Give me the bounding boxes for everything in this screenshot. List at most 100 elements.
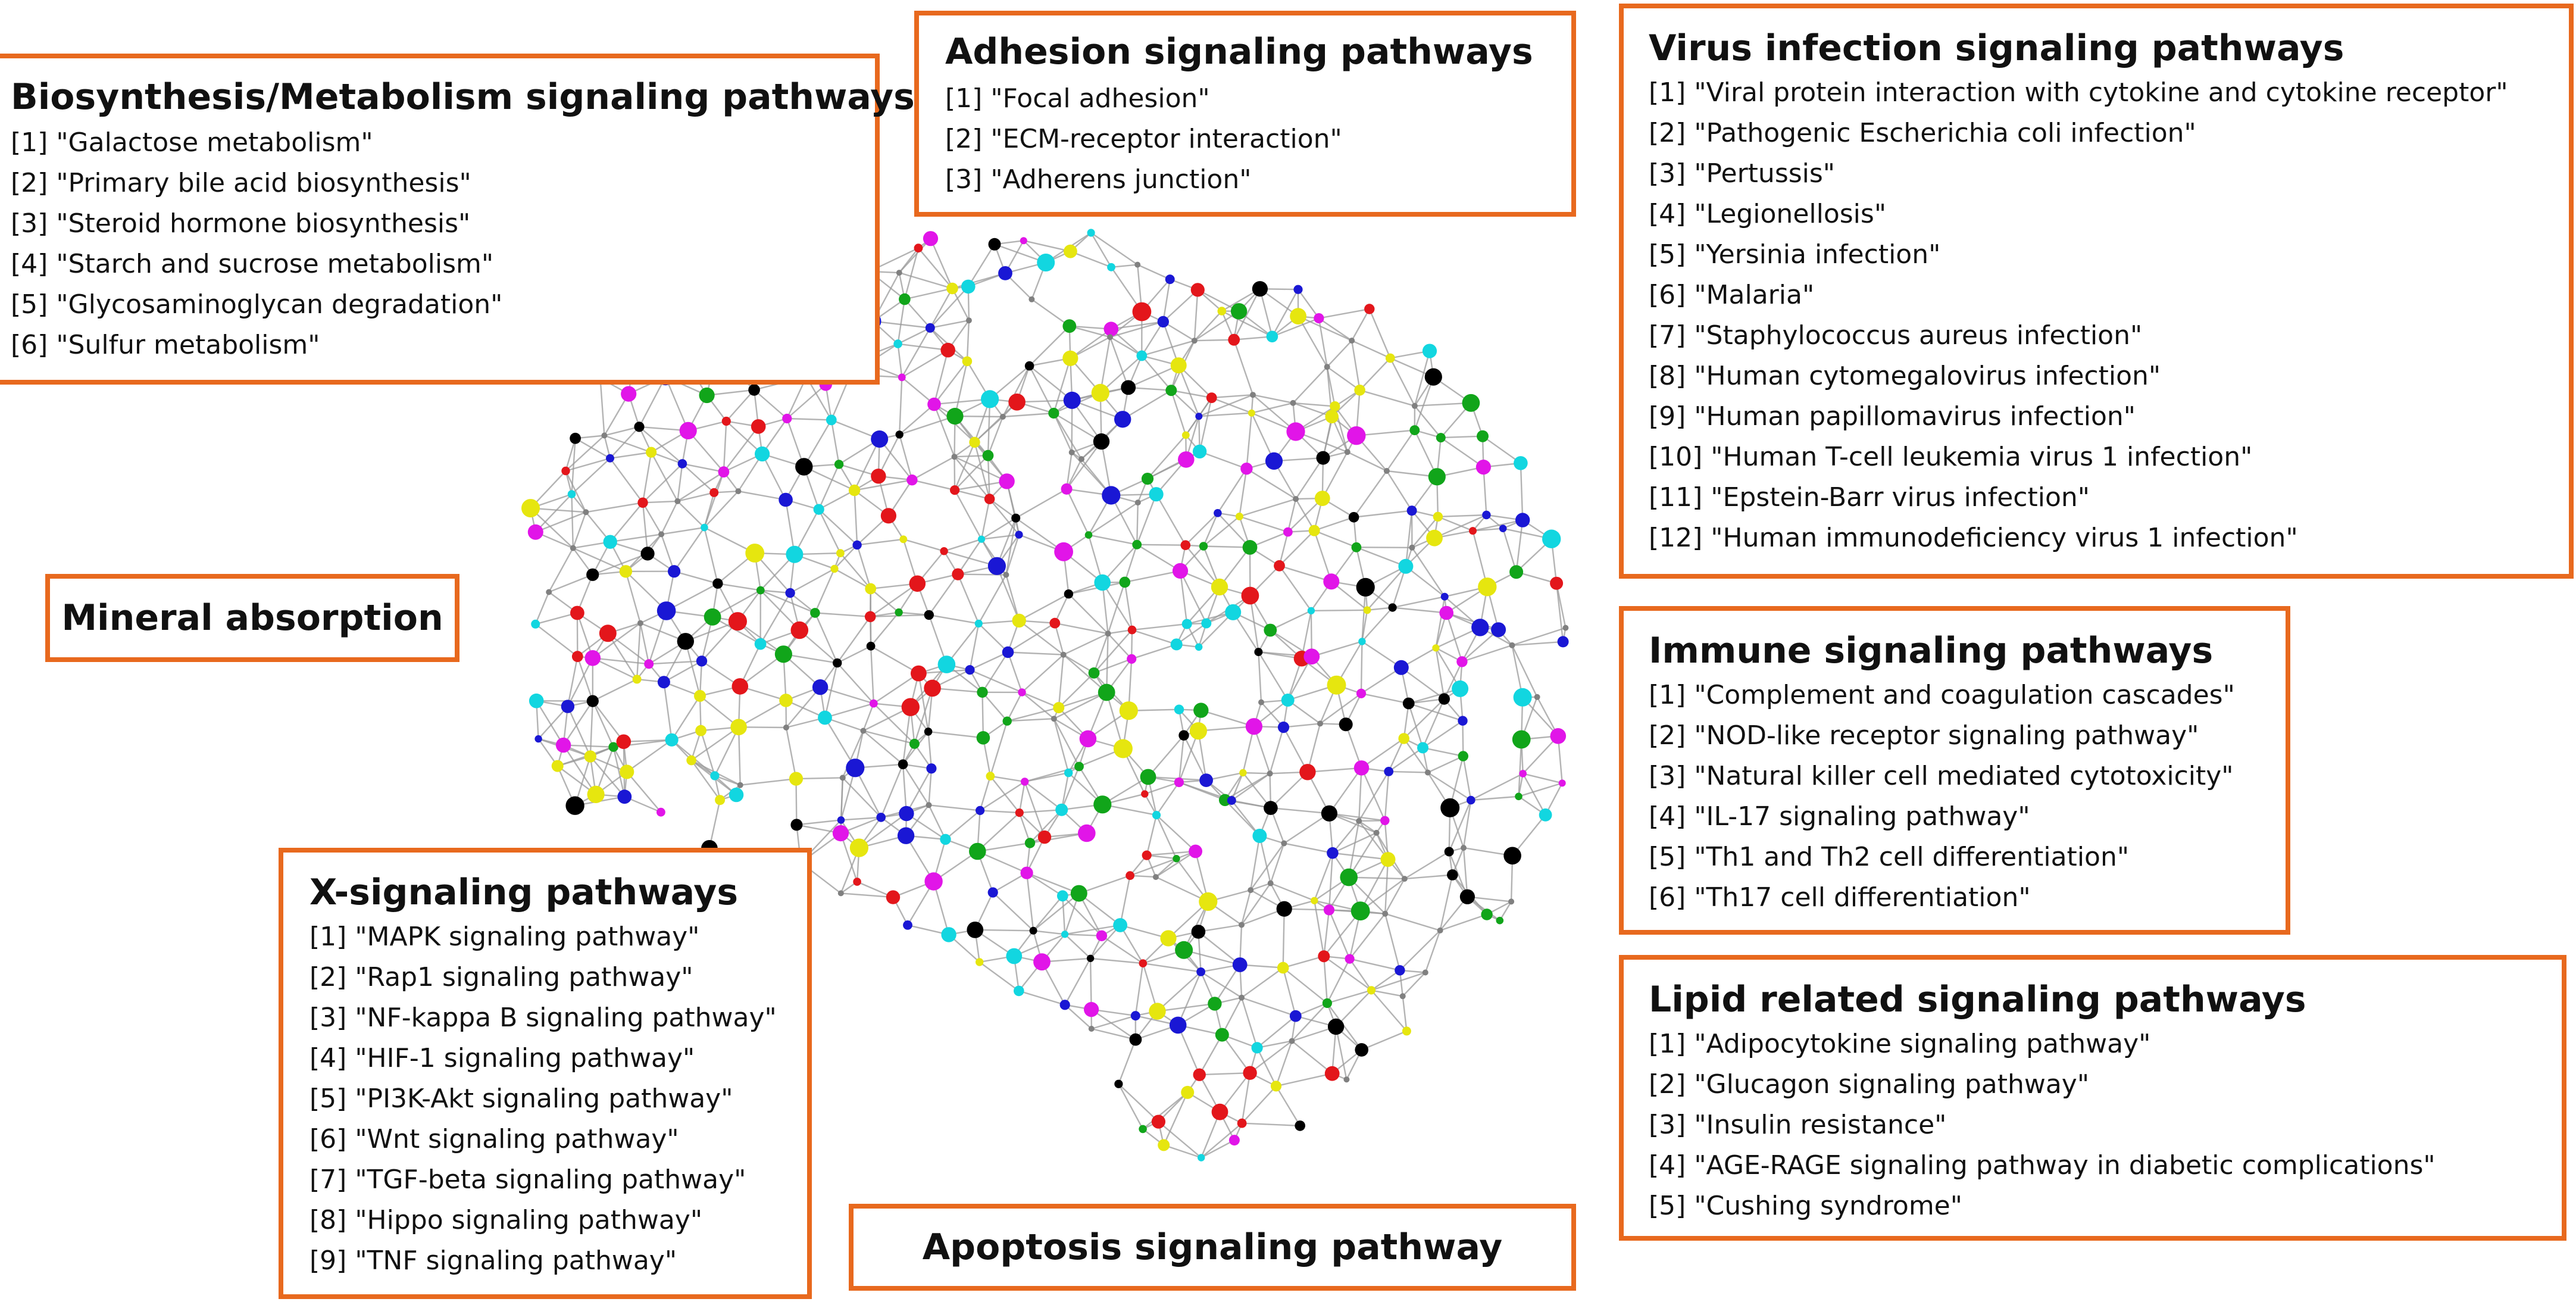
network-node (1509, 565, 1524, 579)
network-node (1020, 237, 1027, 245)
pathway-item: [5] "Th1 and Th2 cell differentiation" (1649, 842, 2130, 872)
network-edge (1241, 967, 1284, 998)
network-node (1114, 411, 1131, 428)
network-node (735, 488, 742, 495)
network-edge (1193, 289, 1199, 341)
network-node (1491, 622, 1506, 638)
network-edge (609, 458, 643, 504)
network-edge (712, 589, 761, 618)
network-edge (1282, 967, 1328, 1004)
network-node (570, 605, 584, 620)
biosynthesis-pathways-box: Biosynthesis/Metabolism signaling pathwa… (0, 54, 915, 385)
network-node (941, 927, 956, 942)
network-edge (1091, 1028, 1136, 1041)
network-edge (1109, 336, 1129, 388)
network-edge (977, 812, 1020, 852)
network-edge (933, 881, 950, 935)
network-edge (1283, 813, 1330, 844)
network-node (923, 231, 939, 246)
network-edge (1088, 534, 1137, 545)
network-node (718, 466, 730, 478)
network-edge (714, 726, 740, 776)
network-edge (1287, 700, 1321, 725)
network-edge (1066, 488, 1090, 536)
network-edge (530, 507, 586, 513)
network-edge (1331, 820, 1360, 854)
network-edge (1194, 339, 1234, 342)
network-edge (1250, 842, 1285, 891)
network-node (1477, 430, 1489, 442)
network-edge (642, 502, 662, 535)
network-edge (987, 399, 991, 456)
network-edge (1029, 809, 1062, 844)
network-node (1469, 527, 1477, 535)
network-edge (1142, 1091, 1188, 1130)
network-edge (1437, 514, 1487, 518)
network-node (1070, 885, 1087, 902)
network-edge (754, 389, 788, 419)
network-edge (548, 548, 574, 593)
network-node (570, 432, 581, 444)
network-node (1152, 811, 1161, 820)
network-edge (901, 376, 935, 405)
network-edge (1470, 773, 1524, 801)
x-signaling-pathways-box: X-signaling pathways [1] "MAPK signaling… (279, 848, 812, 1299)
network-edge (918, 247, 953, 289)
network-edge (572, 511, 587, 549)
network-node (619, 565, 633, 578)
network-node (1198, 1154, 1205, 1162)
network-edge (562, 744, 597, 795)
network-edge (1070, 251, 1112, 268)
network-edge (1064, 924, 1121, 935)
network-node (1283, 527, 1293, 537)
network-node (1340, 868, 1358, 886)
network-node (1201, 618, 1212, 629)
pathway-item: [5] "Yersinia infection" (1649, 239, 1941, 270)
network-node (1055, 803, 1068, 816)
network-edge (1024, 781, 1062, 811)
network-edge (1328, 853, 1334, 910)
network-edge (639, 426, 683, 464)
network-edge (1071, 399, 1123, 420)
network-edge (1241, 997, 1296, 1017)
network-node (632, 675, 642, 684)
network-node (1270, 1081, 1282, 1092)
network-edge (1440, 437, 1484, 468)
network-edge (945, 810, 981, 840)
network-node (1199, 773, 1213, 787)
network-edge (1353, 510, 1412, 518)
network-node (869, 699, 878, 708)
network-edge (970, 669, 1023, 694)
network-edge (1270, 610, 1312, 631)
network-edge (836, 616, 871, 664)
network-node (1509, 642, 1515, 648)
network-node (886, 890, 901, 904)
network-edge (1053, 358, 1071, 414)
network-edge (863, 730, 915, 745)
network-edge (1143, 962, 1201, 973)
network-edge (1217, 512, 1251, 548)
network-node (1373, 829, 1380, 836)
pathway-item: [8] "Human cytomegalovirus infection" (1649, 361, 2161, 391)
network-edge (1411, 516, 1439, 548)
network-edge (1314, 530, 1357, 548)
network-edge (1128, 364, 1179, 388)
network-edge (1462, 720, 1464, 757)
network-edge (1283, 727, 1308, 773)
mineral-absorption-box: Mineral absorption (45, 574, 459, 662)
network-edge (1007, 622, 1055, 653)
network-node (644, 659, 654, 669)
network-edge (1427, 755, 1464, 773)
network-node (561, 700, 575, 713)
network-node (1012, 613, 1026, 628)
network-edge (673, 527, 705, 572)
network-edge (1328, 909, 1350, 960)
network-node (1411, 402, 1418, 409)
network-edge (1199, 397, 1212, 452)
network-node (1258, 699, 1264, 705)
network-edge (1258, 652, 1262, 703)
network-edge (1033, 895, 1064, 932)
network-edge (901, 349, 949, 378)
virus-infection-pathways-title: Virus infection signaling pathways (1649, 27, 2344, 69)
network-node (696, 655, 708, 667)
